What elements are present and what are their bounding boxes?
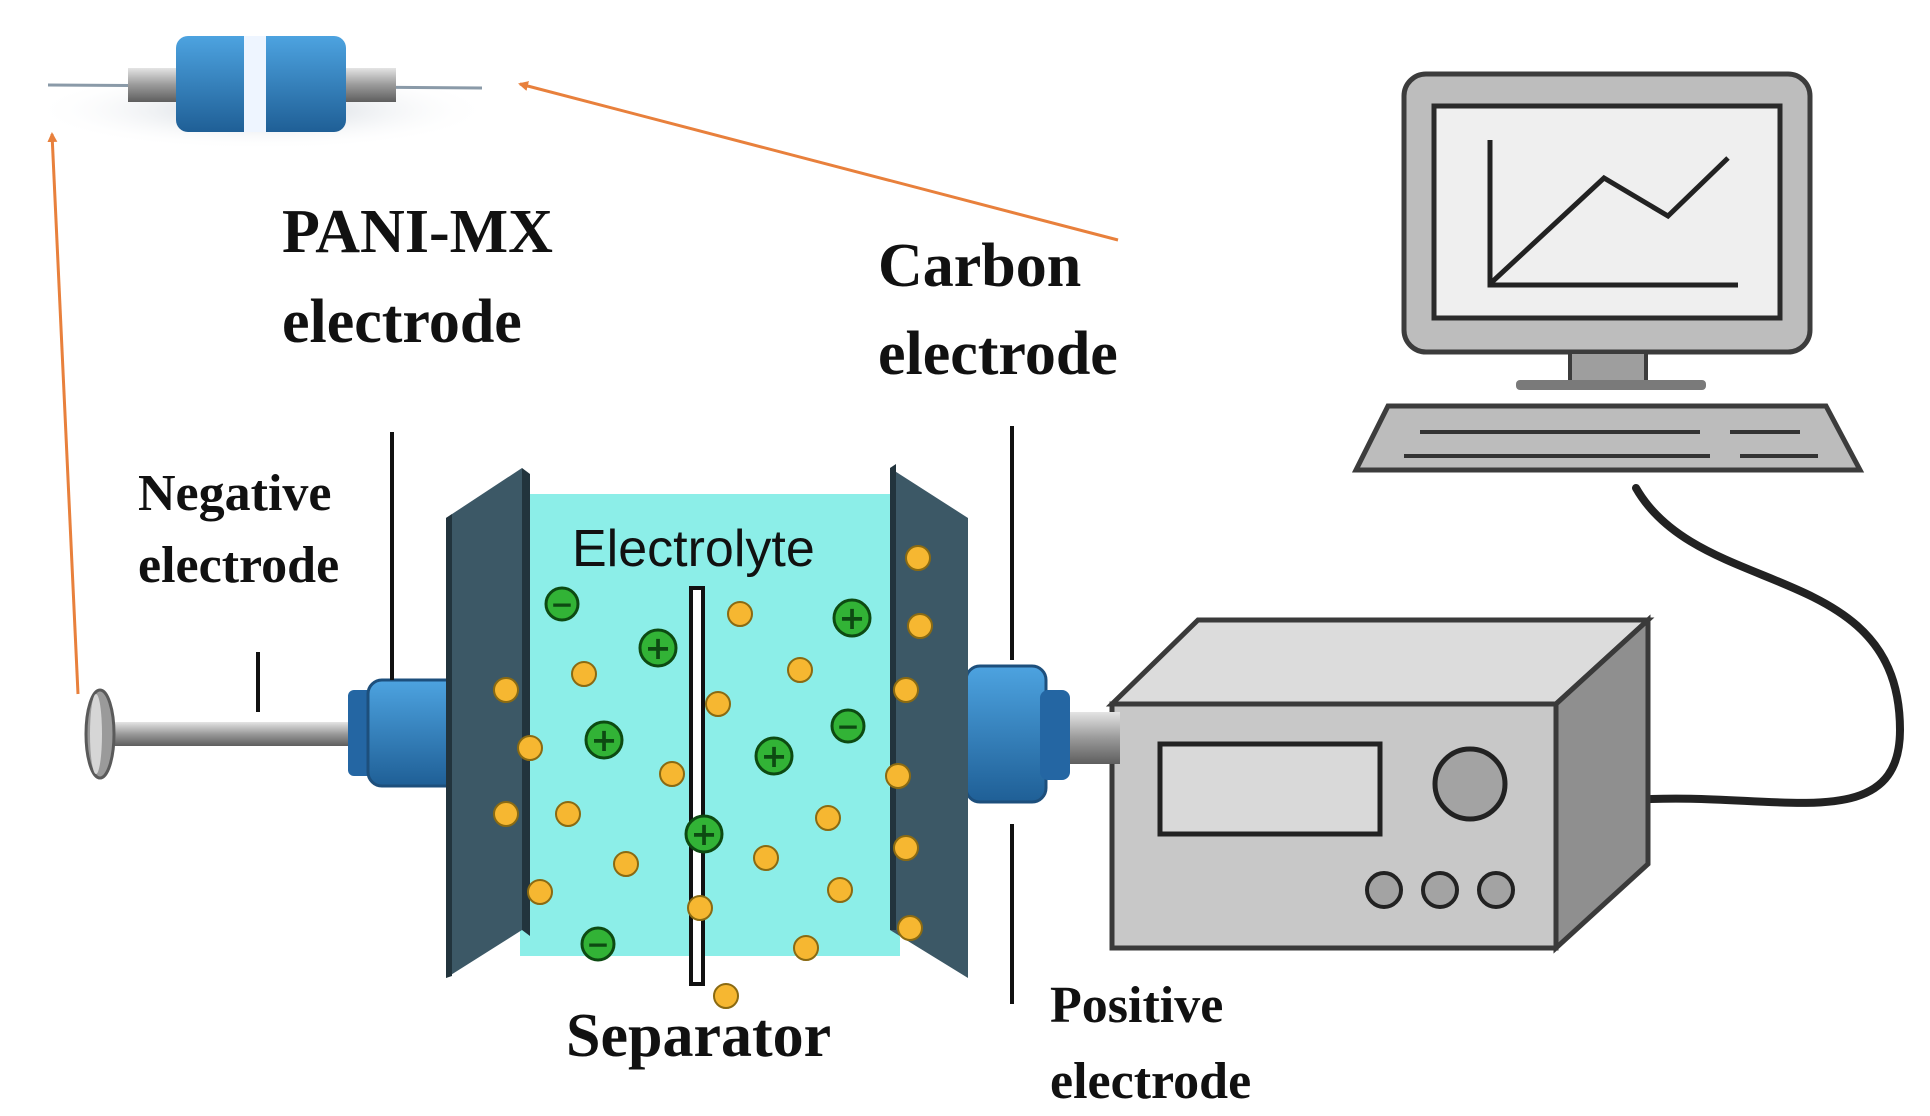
svg-text:+: + [691, 815, 718, 853]
particle [493, 801, 519, 827]
computer-monitor-icon [1401, 71, 1813, 390]
electrolyte-label: Electrolyte [572, 520, 815, 578]
plus-ion: + [584, 720, 624, 760]
negative-label-line2: electrode [138, 537, 339, 594]
particle [907, 613, 933, 639]
particle [687, 895, 713, 921]
svg-text:−: − [836, 710, 859, 743]
pani-label-line2: electrode [282, 288, 522, 356]
particle [659, 761, 685, 787]
particle [893, 835, 919, 861]
svg-text:−: − [550, 588, 573, 621]
particle [613, 851, 639, 877]
separator-membrane [689, 586, 705, 986]
svg-text:+: + [839, 599, 866, 637]
particle [571, 661, 597, 687]
positive-label-line1: Positive [1050, 977, 1223, 1034]
particle [705, 691, 731, 717]
plus-ion: + [638, 628, 678, 668]
positive-plate [890, 464, 968, 978]
particle [727, 601, 753, 627]
plus-ion: + [684, 814, 724, 854]
carbon-label-line1: Carbon [878, 232, 1081, 300]
particle [517, 735, 543, 761]
particle [493, 677, 519, 703]
potentiostat-icon [1105, 614, 1655, 954]
positive-ions: + + + + + [584, 598, 872, 854]
keyboard-icon [1351, 403, 1865, 473]
negative-rod [84, 652, 352, 780]
svg-text:−: − [586, 928, 609, 961]
svg-text:+: + [761, 737, 788, 775]
particle [527, 879, 553, 905]
negative-plate [446, 468, 530, 978]
particle [885, 763, 911, 789]
arrow-to-photo-left [47, 132, 80, 695]
plus-ion: + [754, 736, 794, 776]
svg-text:+: + [645, 629, 672, 667]
minus-ion: − [544, 586, 580, 622]
negative-label-line1: Negative [138, 465, 331, 522]
computer-cable [1630, 484, 1905, 807]
graph-icon [1487, 140, 1738, 288]
positive-label-line2: electrode [1050, 1053, 1251, 1110]
negative-connector [348, 678, 466, 788]
particle [555, 801, 581, 827]
particle [793, 935, 819, 961]
svg-text:+: + [591, 721, 618, 759]
particle [713, 983, 739, 1009]
minus-ion: − [580, 926, 616, 962]
particle [815, 805, 841, 831]
carbon-label-line2: electrode [878, 320, 1118, 388]
electrolyte-particles [493, 545, 933, 1009]
particle [897, 915, 923, 941]
electrode-photo-icon [32, 36, 492, 150]
particle [753, 845, 779, 871]
plus-ion: + [832, 598, 872, 638]
positive-connector [964, 664, 1070, 804]
pani-label-line1: PANI-MX [282, 198, 553, 266]
arrow-to-photo-right [518, 81, 1119, 242]
particle [827, 877, 853, 903]
particle [787, 657, 813, 683]
particle [893, 677, 919, 703]
separator-label: Separator [566, 1002, 831, 1070]
minus-ion: − [830, 708, 866, 744]
negative-ions: − − − [544, 586, 866, 962]
particle [905, 545, 931, 571]
